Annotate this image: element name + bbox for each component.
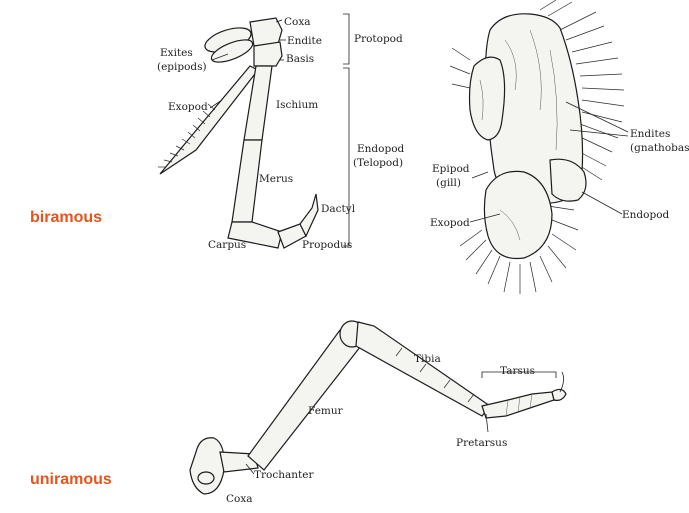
label-biramous: biramous <box>30 209 102 226</box>
label-tibia: Tibia <box>414 353 441 365</box>
label-endites: Endites <box>630 128 670 140</box>
label-exites: Exites <box>160 47 193 59</box>
label-protopod: Protopod <box>354 33 403 45</box>
label-coxa: Coxa <box>284 16 311 28</box>
basis-segment <box>253 41 283 67</box>
coxa-segment <box>249 17 283 47</box>
label-exopod: Exopod <box>168 101 208 113</box>
label-endopod-2: Endopod <box>622 209 670 221</box>
label-carpus: Carpus <box>208 239 246 251</box>
epipod-gill <box>468 56 506 141</box>
label-coxa-insect: Coxa <box>226 493 253 505</box>
exopod-fringe-setae <box>459 205 579 294</box>
phyllopod-endopod <box>549 158 587 202</box>
carpus-segment <box>227 221 283 249</box>
label-basis: Basis <box>286 53 314 65</box>
label-gnathobas: (gnathobas <box>630 142 689 154</box>
label-uniramous: uniramous <box>30 471 112 488</box>
protopod-endopod-brackets <box>343 13 350 247</box>
coxa-segment-insect <box>189 437 225 495</box>
label-femur: Femur <box>308 405 344 417</box>
label-epipod: Epipod <box>432 163 470 175</box>
pretarsus-claw <box>551 388 567 401</box>
label-exopod-2: Exopod <box>430 217 470 229</box>
merus-segment <box>231 139 263 223</box>
tibia-segment <box>355 321 491 417</box>
phyllopod-exopod <box>483 170 553 260</box>
label-tarsus: Tarsus <box>500 365 535 377</box>
label-ischium: Ischium <box>276 99 318 111</box>
label-trochanter: Trochanter <box>254 469 314 481</box>
femur-segment <box>247 325 365 471</box>
uniramous-leg-drawing <box>189 320 567 495</box>
endite-setae <box>449 0 625 181</box>
label-endite: Endite <box>287 35 322 47</box>
tarsus-segment <box>481 391 555 419</box>
label-gill: (gill) <box>436 177 461 189</box>
label-pretarsus: Pretarsus <box>456 437 507 449</box>
dactyl-segment <box>299 193 319 238</box>
label-propodus: Propodus <box>302 239 352 251</box>
coxa-socket <box>197 471 215 485</box>
label-telopod: (Telopod) <box>353 157 403 169</box>
tibia-spines <box>395 347 475 403</box>
label-dactyl: Dactyl <box>321 203 356 215</box>
label-endopod: Endopod <box>357 143 405 155</box>
biramous-leg-drawing <box>158 17 319 249</box>
label-epipods: (epipods) <box>157 61 207 73</box>
label-merus: Merus <box>259 173 293 185</box>
phyllopod-leg-drawing <box>449 0 629 294</box>
